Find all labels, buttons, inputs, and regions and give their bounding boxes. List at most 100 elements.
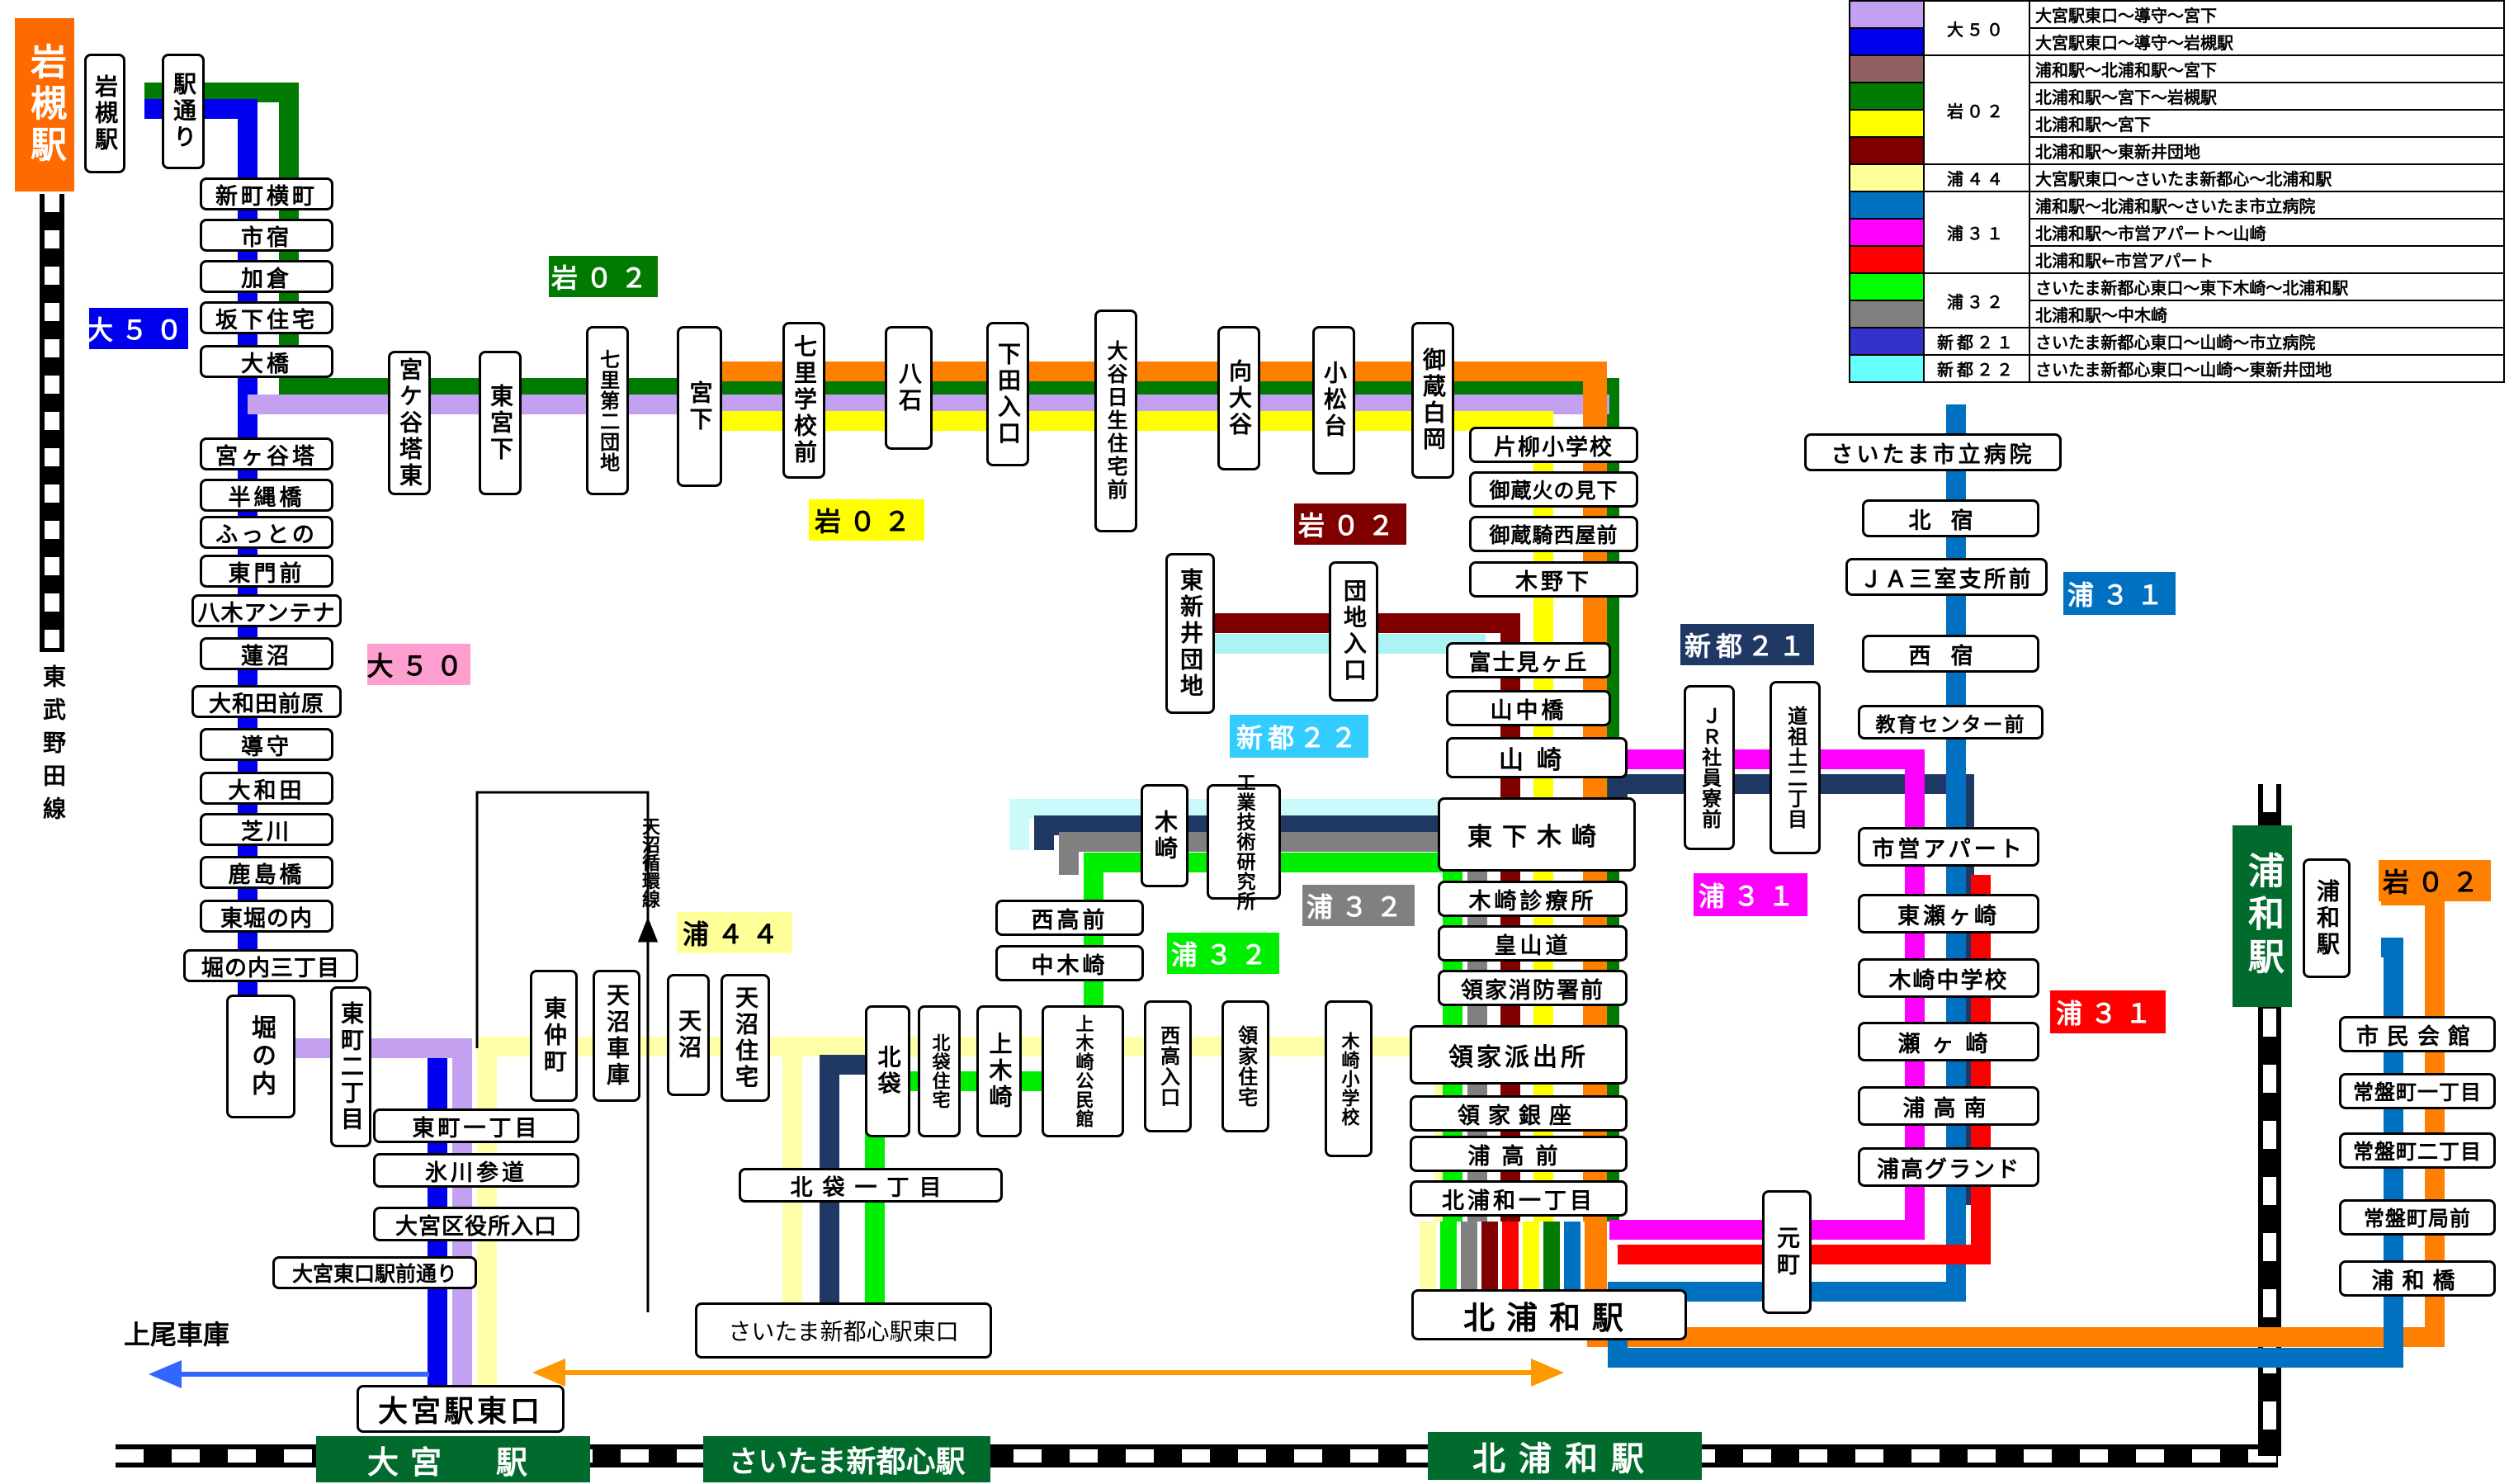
- stop-kozando[interactable]: 皇山道: [1438, 925, 1628, 962]
- stop-higashi-nakamachi[interactable]: 東仲町: [530, 970, 578, 1102]
- stop-tennuma[interactable]: 天沼: [667, 974, 710, 1096]
- stop-higashicho-2[interactable]: 東町二丁目: [330, 986, 371, 1147]
- stop-ryoke-hashutsujo[interactable]: 領家派出所: [1410, 1025, 1628, 1085]
- stop-higashicho-1[interactable]: 東町一丁目: [373, 1108, 579, 1143]
- stop-higashi-segasaki[interactable]: 東瀬ヶ崎: [1858, 894, 2039, 933]
- stop-kizaki[interactable]: 木崎: [1141, 784, 1188, 887]
- stop-higashi-miyashita[interactable]: 東宮下: [479, 351, 522, 495]
- stop-tokiwa-2[interactable]: 常盤町二丁目: [2339, 1132, 2496, 1169]
- stop-yagi-antenna[interactable]: 八木アンテナ: [191, 594, 342, 627]
- stop-nishijuku[interactable]: 西宿: [1862, 635, 2039, 673]
- stop-hasunuma[interactable]: 蓮沼: [200, 637, 333, 670]
- stop-tomon[interactable]: 東門前: [200, 555, 333, 588]
- stop-yamatoda[interactable]: 大和田: [200, 772, 333, 805]
- stop-ryoke-shobo[interactable]: 領家消防署前: [1438, 970, 1628, 1006]
- stop-shinmachi-yokocho[interactable]: 新町横町: [200, 177, 333, 210]
- stop-hannawa[interactable]: 半縄橋: [200, 479, 333, 512]
- stop-nakakizaki[interactable]: 中木崎: [995, 945, 1144, 981]
- stop-fujimigaoka[interactable]: 富士見ヶ丘: [1446, 642, 1611, 678]
- stop-kakura[interactable]: 加倉: [200, 260, 333, 293]
- stop-yamatoda-maebara[interactable]: 大和田前原: [191, 685, 342, 718]
- stop-nishitakasago[interactable]: 西高前: [995, 900, 1144, 936]
- stop-kitabukuro[interactable]: 北袋: [865, 1005, 910, 1137]
- stop-miyagayato[interactable]: 宮ヶ谷塔: [200, 437, 333, 470]
- stop-doshu[interactable]: 導守: [200, 728, 333, 761]
- stop-kizaki-shinryojo[interactable]: 木崎診療所: [1438, 881, 1628, 917]
- stop-hakkoku[interactable]: 八石: [885, 326, 933, 450]
- stop-iwatsuki-eki[interactable]: 岩槻駅: [84, 54, 125, 173]
- stop-oya-nissei[interactable]: 大谷日生住宅前: [1094, 310, 1137, 532]
- stop-futtono[interactable]: ふっとの: [200, 516, 333, 549]
- stop-shintoshin-east[interactable]: さいたま新都心駅東口: [695, 1302, 992, 1359]
- stop-yamazaki[interactable]: 山崎: [1446, 737, 1628, 778]
- stop-higashi-shinai[interactable]: 東新井団地: [1165, 553, 1215, 714]
- stop-kizaki-sho[interactable]: 木崎小学校: [1325, 1000, 1373, 1157]
- omiya-rail-station[interactable]: 大宮 駅: [316, 1436, 590, 1482]
- stop-higashi-shimokizaki[interactable]: 東下木崎: [1438, 797, 1636, 872]
- stop-shibakawa[interactable]: 芝川: [200, 813, 333, 846]
- stop-kitabukuro-jutaku[interactable]: 北袋住宅: [918, 1005, 961, 1137]
- legend-row: 浦３２さいたま新都心東口～東下木崎～北浦和駅: [1850, 273, 2504, 300]
- stop-kamikizaki-kominkan[interactable]: 上木崎公民館: [1042, 1005, 1124, 1137]
- stop-urataka-mae[interactable]: 浦高前: [1410, 1136, 1628, 1172]
- stop-kitajuku[interactable]: 北宿: [1862, 499, 2039, 537]
- stop-kizaki-chu[interactable]: 木崎中学校: [1858, 958, 2039, 998]
- stop-omiya-kuyakusho[interactable]: 大宮区役所入口: [373, 1207, 579, 1241]
- stop-shimin-kaikan[interactable]: 市民会館: [2339, 1016, 2496, 1052]
- stop-urawa-eki[interactable]: 浦和駅: [2303, 858, 2351, 978]
- stop-kitaurawa-eki[interactable]: 北浦和駅: [1411, 1289, 1687, 1340]
- stop-komatsudai[interactable]: 小松台: [1312, 326, 1355, 475]
- stop-mikura-hinomi[interactable]: 御蔵火の見下: [1469, 471, 1638, 508]
- stop-omiya-higashi-doori[interactable]: 大宮東口駅前通り: [272, 1256, 477, 1289]
- stop-kitaurawa-1[interactable]: 北浦和一丁目: [1410, 1180, 1628, 1217]
- stop-urataka-minami[interactable]: 浦高南: [1858, 1086, 2039, 1126]
- stop-sakashita[interactable]: 坂下住宅: [200, 301, 333, 334]
- shintoshin-rail-station[interactable]: さいたま新都心駅: [703, 1436, 990, 1482]
- stop-omiya-east[interactable]: 大宮駅東口: [357, 1385, 565, 1433]
- stop-kashimabashi[interactable]: 鹿島橋: [200, 856, 333, 889]
- stop-shiei[interactable]: 市営アパート: [1858, 827, 2039, 867]
- stop-mikura-kisai[interactable]: 御蔵騎西屋前: [1469, 516, 1638, 552]
- stop-eki-doori[interactable]: 駅通り: [162, 54, 205, 169]
- stop-kamikizaki[interactable]: 上木崎: [976, 1005, 1022, 1137]
- stop-miyashita[interactable]: 宮下: [677, 326, 722, 487]
- stop-horinouchi-3[interactable]: 堀の内三丁目: [183, 949, 358, 982]
- stop-nanasato-daini[interactable]: 七里第二団地: [586, 326, 629, 495]
- stop-segasaki[interactable]: 瀬ヶ崎: [1858, 1022, 2039, 1061]
- stop-ohashi[interactable]: 大橋: [200, 345, 333, 378]
- stop-ryoke-jutaku[interactable]: 領家住宅: [1221, 1000, 1269, 1132]
- stop-hikawa[interactable]: 氷川参道: [373, 1153, 579, 1188]
- urawa-rail-station[interactable]: 浦和駅: [2233, 825, 2292, 1007]
- stop-kyoiku[interactable]: 教育センター前: [1858, 705, 2044, 740]
- stop-nanasato-gakko[interactable]: 七里学校前: [782, 322, 825, 479]
- stop-jr-ryo[interactable]: ＪＲ社員寮前: [1684, 685, 1735, 850]
- stop-kogyo[interactable]: 工業技術研究所: [1207, 784, 1281, 900]
- stop-tennuma-jutaku[interactable]: 天沼住宅: [721, 974, 770, 1102]
- stop-shimoda-iriguchi[interactable]: 下田入口: [986, 322, 1029, 466]
- stop-yamanakabashi[interactable]: 山中橋: [1446, 690, 1611, 726]
- iwatsuki-rail-station[interactable]: 岩槻駅: [15, 18, 74, 191]
- stop-kinoshita[interactable]: 木野下: [1469, 561, 1638, 598]
- stop-danchi-iriguchi[interactable]: 団地入口: [1329, 561, 1378, 702]
- legend-row: 大５０大宮駅東口～導守～宮下: [1850, 1, 2504, 28]
- stop-tennuma-garage[interactable]: 天沼車庫: [593, 970, 640, 1102]
- stop-nishitaka-iriguchi[interactable]: 西高入口: [1144, 1000, 1192, 1132]
- stop-mukai-oya[interactable]: 向大谷: [1217, 326, 1260, 470]
- stop-ryoke-ginza[interactable]: 領家銀座: [1410, 1095, 1628, 1132]
- stop-higashi-horinouchi[interactable]: 東堀の内: [200, 900, 333, 933]
- stop-miyagayato-higashi[interactable]: 宮ケ谷塔東: [388, 351, 431, 495]
- stop-urawabashi[interactable]: 浦和橋: [2339, 1260, 2496, 1297]
- stop-tokiwa-1[interactable]: 常盤町一丁目: [2339, 1073, 2496, 1109]
- stop-ichijuku[interactable]: 市宿: [200, 219, 333, 252]
- kitaurawa-rail-station[interactable]: 北浦和駅: [1428, 1432, 1702, 1480]
- stop-motomachi[interactable]: 元町: [1762, 1190, 1812, 1314]
- stop-urataka-ground[interactable]: 浦高グランド: [1858, 1147, 2039, 1187]
- stop-dosojin[interactable]: 道祖土二丁目: [1770, 681, 1821, 854]
- stop-byoin[interactable]: さいたま市立病院: [1804, 433, 2062, 471]
- stop-horinouchi[interactable]: 堀の内: [226, 995, 295, 1118]
- stop-mikura-shiraoka[interactable]: 御蔵白岡: [1411, 322, 1454, 479]
- stop-kitabukuro-1[interactable]: 北袋一丁目: [739, 1168, 1003, 1203]
- stop-tokiwa-kyoku[interactable]: 常盤町局前: [2339, 1199, 2496, 1236]
- stop-katayanagi[interactable]: 片柳小学校: [1469, 427, 1638, 463]
- stop-ja-sanmuro[interactable]: ＪＡ三室支所前: [1845, 558, 2048, 596]
